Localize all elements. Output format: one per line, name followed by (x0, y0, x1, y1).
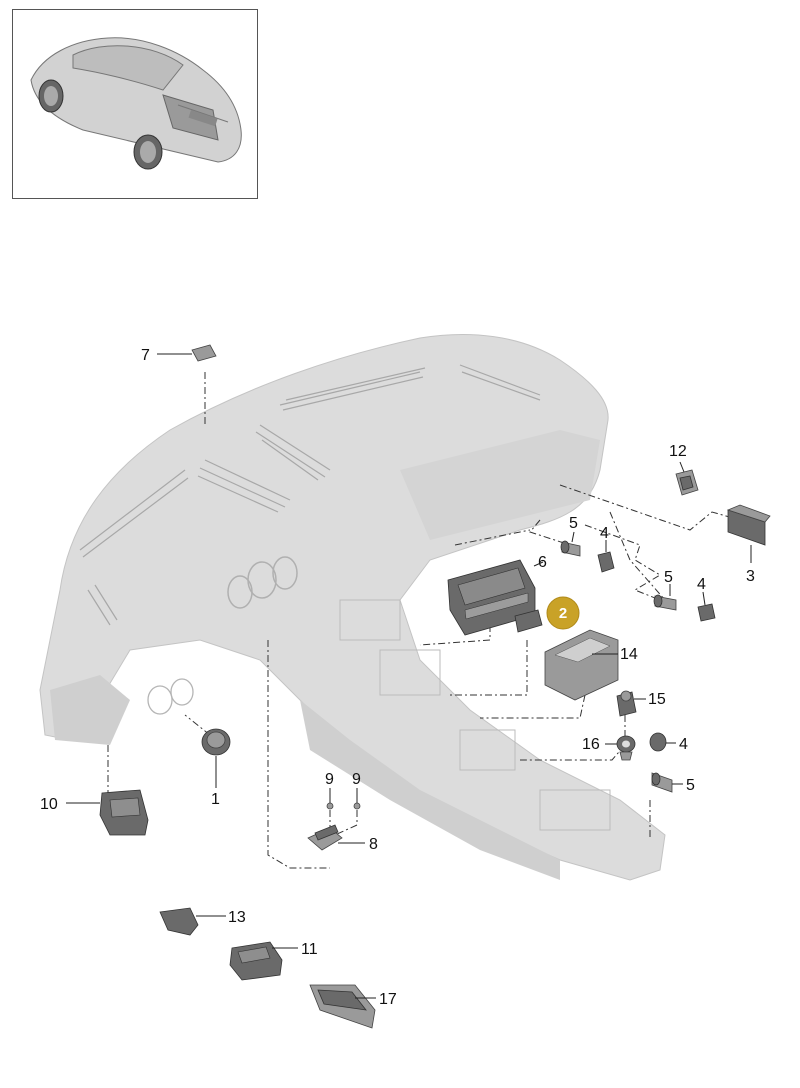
part-8-bracket[interactable] (307, 824, 343, 851)
part-9-screw-b[interactable] (353, 802, 361, 810)
part-4-clip-b[interactable] (697, 603, 716, 622)
part-15-plug[interactable] (616, 690, 637, 717)
dashboard-assembly (39, 334, 666, 881)
callout-5-low: 5 (686, 777, 695, 794)
part-13-switch[interactable] (159, 907, 199, 936)
part-12-button[interactable] (675, 469, 699, 496)
callout-9-right: 9 (352, 771, 361, 788)
part-17-trim[interactable] (309, 984, 376, 1029)
part-5-connector-b[interactable] (653, 594, 677, 611)
callout-5-mid: 5 (664, 569, 673, 586)
callout-1: 1 (211, 791, 220, 808)
part-9-screw-a[interactable] (326, 802, 334, 810)
part-6-control-panel[interactable] (447, 559, 536, 636)
part-7-sensor[interactable] (191, 344, 217, 362)
callout-2: 2 (559, 605, 567, 622)
callout-8: 8 (369, 836, 378, 853)
callout-14: 14 (620, 646, 638, 663)
part-5-connector-c[interactable] (651, 772, 673, 793)
part-10-switch[interactable] (99, 789, 149, 836)
callout-7: 7 (141, 347, 150, 364)
callout-4-low: 4 (679, 736, 688, 753)
callout-labels: 7 12 5 4 6 3 5 4 14 15 16 4 5 1 10 9 9 8… (40, 347, 755, 1008)
part-4-clip-a[interactable] (597, 551, 615, 573)
callout-4-top: 4 (600, 525, 609, 542)
callout-6: 6 (538, 554, 547, 571)
vehicle-thumbnail (12, 9, 258, 199)
callout-5-top: 5 (569, 515, 578, 532)
callout-3: 3 (746, 568, 755, 585)
part-2-switch[interactable] (514, 609, 543, 633)
part-4-clip-c[interactable] (649, 732, 667, 752)
callout-17: 17 (379, 991, 397, 1008)
part-11-switch-block[interactable] (229, 941, 283, 981)
callout-12: 12 (669, 443, 687, 460)
part-16-ring[interactable] (616, 735, 636, 761)
callout-11: 11 (301, 941, 318, 958)
part-3-bracket[interactable] (726, 504, 771, 546)
callout-15: 15 (648, 691, 666, 708)
callout-2-badge[interactable]: 2 (546, 596, 580, 630)
callout-4-mid: 4 (697, 576, 706, 593)
callout-9-left: 9 (325, 771, 334, 788)
part-14-panel[interactable] (544, 629, 619, 701)
callout-16: 16 (582, 736, 600, 753)
callout-10: 10 (40, 796, 58, 813)
part-5-connector-a[interactable] (560, 540, 581, 557)
part-1-knob[interactable] (201, 728, 231, 756)
callout-leaders (66, 353, 752, 999)
callout-13: 13 (228, 909, 246, 926)
car-illustration (30, 37, 242, 170)
